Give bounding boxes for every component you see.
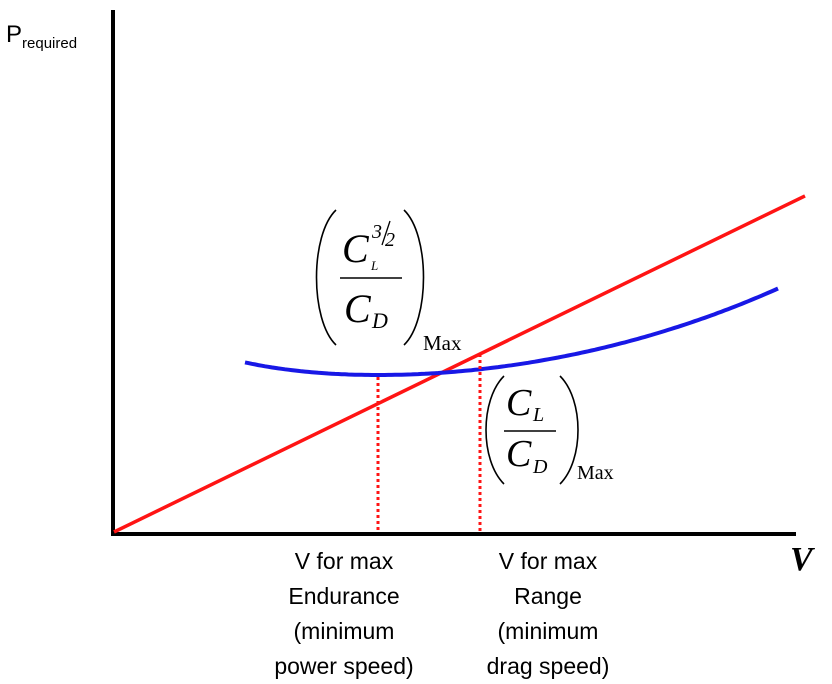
left-paren — [315, 209, 337, 346]
tangent-line — [113, 194, 806, 534]
drag-ratio-denominator-sub: D — [532, 456, 548, 478]
label-line: Range — [514, 583, 582, 609]
label-line: V for max — [499, 548, 598, 574]
power-ratio-exp-slash — [381, 220, 391, 246]
label-line: V for max — [295, 548, 394, 574]
right-paren — [559, 375, 579, 485]
label-line: power speed) — [274, 653, 413, 679]
drag-ratio-numerator: C — [506, 382, 532, 424]
x-axis-label: V — [790, 541, 815, 578]
power-ratio-annotation: C 3 2 L C D Max — [315, 209, 462, 355]
drag-ratio-numerator-sub: L — [532, 404, 544, 426]
power-ratio-denominator: C — [344, 286, 372, 331]
power-ratio-numerator-sub: L — [370, 258, 378, 273]
power-ratio-numerator: C — [342, 226, 370, 271]
power-ratio-suffix: Max — [423, 331, 462, 355]
power-ratio-exp-num: 3 — [371, 221, 382, 243]
label-line: (minimum — [498, 618, 599, 644]
drag-ratio-denominator: C — [506, 433, 532, 475]
label-line: Endurance — [288, 583, 399, 609]
left-paren — [485, 375, 505, 485]
drag-ratio-annotation: C L C D Max — [485, 375, 614, 485]
power-ratio-denominator-sub: D — [371, 308, 388, 333]
power-ratio-exp-den: 2 — [385, 229, 395, 251]
min-power-speed-label: V for max Endurance (minimum power speed… — [274, 548, 413, 679]
drag-ratio-suffix: Max — [577, 462, 614, 484]
label-line: (minimum — [294, 618, 395, 644]
y-axis-label-main: P — [6, 21, 22, 48]
y-axis-label-sub: required — [22, 35, 77, 52]
power-required-curve — [244, 286, 779, 377]
y-axis-label: Prequired — [6, 21, 77, 52]
label-line: drag speed) — [487, 653, 610, 679]
min-drag-speed-label: V for max Range (minimum drag speed) — [487, 548, 610, 679]
right-paren — [403, 209, 425, 346]
